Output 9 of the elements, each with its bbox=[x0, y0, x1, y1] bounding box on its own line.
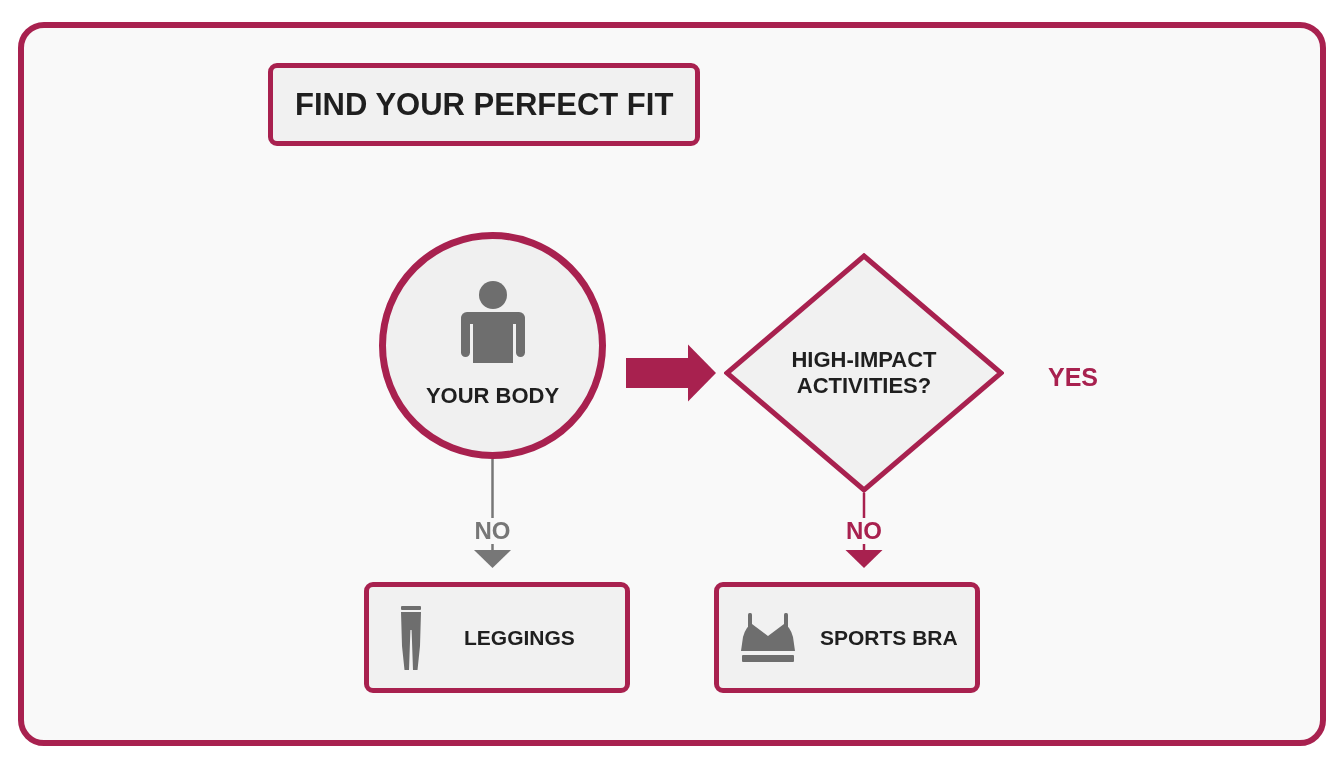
result-card bbox=[714, 582, 980, 693]
decision-diamond bbox=[724, 253, 1004, 493]
node-text: SPORTS BRA bbox=[820, 624, 958, 651]
node-text: YOUR BODY bbox=[425, 383, 560, 410]
node-text: LEGGINGS bbox=[464, 624, 575, 651]
title: FIND YOUR PERFECT FIT bbox=[268, 63, 701, 146]
result-card bbox=[364, 582, 630, 693]
branch-label: YES bbox=[1048, 365, 1099, 390]
node-text: HIGH-IMPACT ACTIVITIES? bbox=[790, 346, 938, 400]
